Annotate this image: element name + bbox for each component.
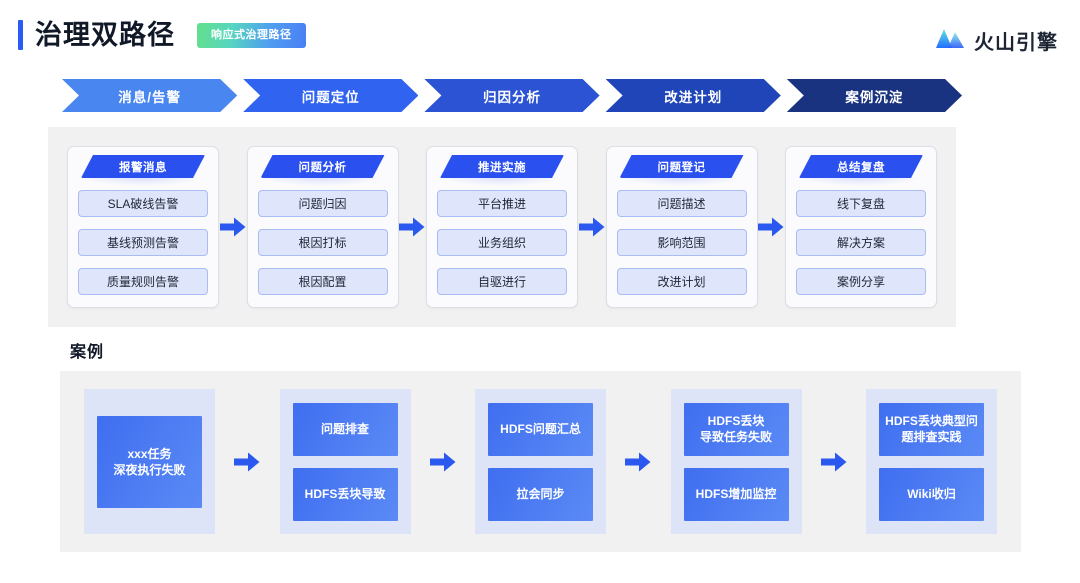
right-arrow-icon <box>429 452 456 472</box>
path-badge: 响应式治理路径 <box>197 22 306 48</box>
case-arrow-slot <box>606 452 671 472</box>
right-arrow-icon <box>758 217 784 237</box>
case-box[interactable]: HDFS增加监控 <box>683 467 789 521</box>
flow-card-header-glow <box>263 177 382 186</box>
flow-card[interactable]: 问题登记问题描述影响范围改进计划 <box>605 146 758 308</box>
title-block: 治理双路径 响应式治理路径 <box>18 20 306 50</box>
case-box[interactable]: HDFS丢块导致任务失败 <box>683 402 789 456</box>
flow-card-item[interactable]: 根因打标 <box>257 229 388 256</box>
flow-arrow-slot <box>219 217 247 237</box>
brand-name: 火山引擎 <box>974 32 1058 54</box>
step-label-2: 问题定位 <box>301 89 360 105</box>
flow-card-item-list: 问题归因根因打标根因配置 <box>257 190 388 295</box>
case-box[interactable]: HDFS丢块导致 <box>292 467 398 521</box>
step-chevron-1[interactable]: 消息/告警 <box>62 79 237 112</box>
case-column[interactable]: HDFS丢块典型问题排查实践 Wiki收归 <box>866 389 997 534</box>
flow-card-item[interactable]: 自驱进行 <box>437 268 567 295</box>
flow-card-item[interactable]: 线下复盘 <box>796 190 926 217</box>
step-label-4: 改进计划 <box>664 89 723 105</box>
flow-card[interactable]: 推进实施平台推进业务组织自驱进行 <box>426 146 578 308</box>
case-box[interactable]: Wiki收归 <box>879 467 984 521</box>
flow-arrow-slot <box>399 217 427 237</box>
flow-card-item-list: 平台推进业务组织自驱进行 <box>437 190 567 295</box>
case-box[interactable]: 拉会同步 <box>488 467 593 521</box>
right-arrow-icon <box>234 452 260 472</box>
case-column[interactable]: 问题排查 HDFS丢块导致 <box>279 389 411 534</box>
case-column-row: xxx任务深夜执行失败 问题排查 HDFS丢块导致 HDFS问题汇总拉会同步 HDFS丢… <box>60 371 1021 552</box>
flow-card-item[interactable]: 问题归因 <box>257 190 388 217</box>
page-title: 治理双路径 <box>35 20 175 50</box>
right-arrow-icon <box>625 452 651 472</box>
case-column[interactable]: HDFS丢块导致任务失败 HDFS增加监控 <box>670 389 802 534</box>
flow-card-item-list: 问题描述影响范围改进计划 <box>616 190 747 295</box>
volcano-mountain-icon <box>935 27 965 55</box>
flow-card-item-list: 线下复盘解决方案案例分享 <box>796 190 926 295</box>
flow-card-item[interactable]: 业务组织 <box>437 229 567 256</box>
flow-card-item[interactable]: 基线预测告警 <box>78 229 208 256</box>
flow-card-header: 问题登记 <box>620 155 744 178</box>
step-label-3: 归因分析 <box>483 89 541 105</box>
flow-card-header: 推进实施 <box>440 155 564 178</box>
flow-card[interactable]: 问题分析问题归因根因打标根因配置 <box>246 146 399 308</box>
right-arrow-icon <box>399 217 425 237</box>
step-chevron-2[interactable]: 问题定位 <box>243 79 418 112</box>
right-arrow-icon <box>820 452 847 472</box>
case-box[interactable]: xxx任务深夜执行失败 <box>97 415 202 508</box>
flow-card-item[interactable]: 质量规则告警 <box>78 268 208 295</box>
flow-card-item[interactable]: 解决方案 <box>796 229 926 256</box>
flow-card-item-list: SLA破线告警基线预测告警质量规则告警 <box>78 190 208 295</box>
case-section-title: 案例 <box>70 344 105 361</box>
case-box[interactable]: HDFS丢块典型问题排查实践 <box>879 402 984 456</box>
case-column[interactable]: HDFS问题汇总拉会同步 <box>475 389 606 534</box>
flow-card-item[interactable]: 案例分享 <box>796 268 926 295</box>
right-arrow-icon <box>219 217 246 237</box>
flow-card-item[interactable]: 根因配置 <box>257 268 388 295</box>
case-panel: xxx任务深夜执行失败 问题排查 HDFS丢块导致 HDFS问题汇总拉会同步 HDFS丢… <box>60 371 1021 552</box>
flow-card-header: 报警消息 <box>81 155 205 178</box>
flow-card-item[interactable]: 影响范围 <box>616 229 747 256</box>
flow-card-header-glow <box>802 177 920 186</box>
right-arrow-icon <box>578 217 605 237</box>
flow-card-header-glow <box>622 177 741 186</box>
page-header: 治理双路径 响应式治理路径 火山引 <box>0 0 1080 70</box>
flow-arrow-slot <box>578 217 606 237</box>
flow-card-header-glow <box>443 177 561 186</box>
flow-card-item[interactable]: 平台推进 <box>437 190 567 217</box>
stage-steps: 消息/告警 问题定位 归因分析 改进计划 案例沉淀 <box>62 79 962 112</box>
flow-card-item[interactable]: 改进计划 <box>616 268 747 295</box>
case-column[interactable]: xxx任务深夜执行失败 <box>84 389 215 534</box>
flow-card-item[interactable]: 问题描述 <box>616 190 747 217</box>
case-arrow-slot <box>411 452 476 472</box>
case-arrow-slot <box>802 452 867 472</box>
step-chevron-3[interactable]: 归因分析 <box>424 79 599 112</box>
case-box[interactable]: HDFS问题汇总 <box>488 402 593 456</box>
brand-logo: 火山引擎 <box>935 26 1058 55</box>
flow-card-header: 总结复盘 <box>799 155 923 178</box>
flow-card[interactable]: 总结复盘线下复盘解决方案案例分享 <box>785 146 937 308</box>
title-accent-bar <box>18 20 23 50</box>
step-chevron-4[interactable]: 改进计划 <box>606 79 781 112</box>
step-label-1: 消息/告警 <box>118 89 181 105</box>
flow-arrow-slot <box>758 217 786 237</box>
case-arrow-slot <box>215 452 280 472</box>
step-chevron-5[interactable]: 案例沉淀 <box>787 79 962 112</box>
flow-card-item[interactable]: SLA破线告警 <box>78 190 208 217</box>
step-label-5: 案例沉淀 <box>845 89 904 105</box>
flow-card-header: 问题分析 <box>261 155 385 178</box>
flow-card-header-glow <box>84 177 202 186</box>
case-box[interactable]: 问题排查 <box>292 402 398 456</box>
flow-card[interactable]: 报警消息 SLA破线告警基线预测告警质量规则告警 <box>67 146 219 308</box>
